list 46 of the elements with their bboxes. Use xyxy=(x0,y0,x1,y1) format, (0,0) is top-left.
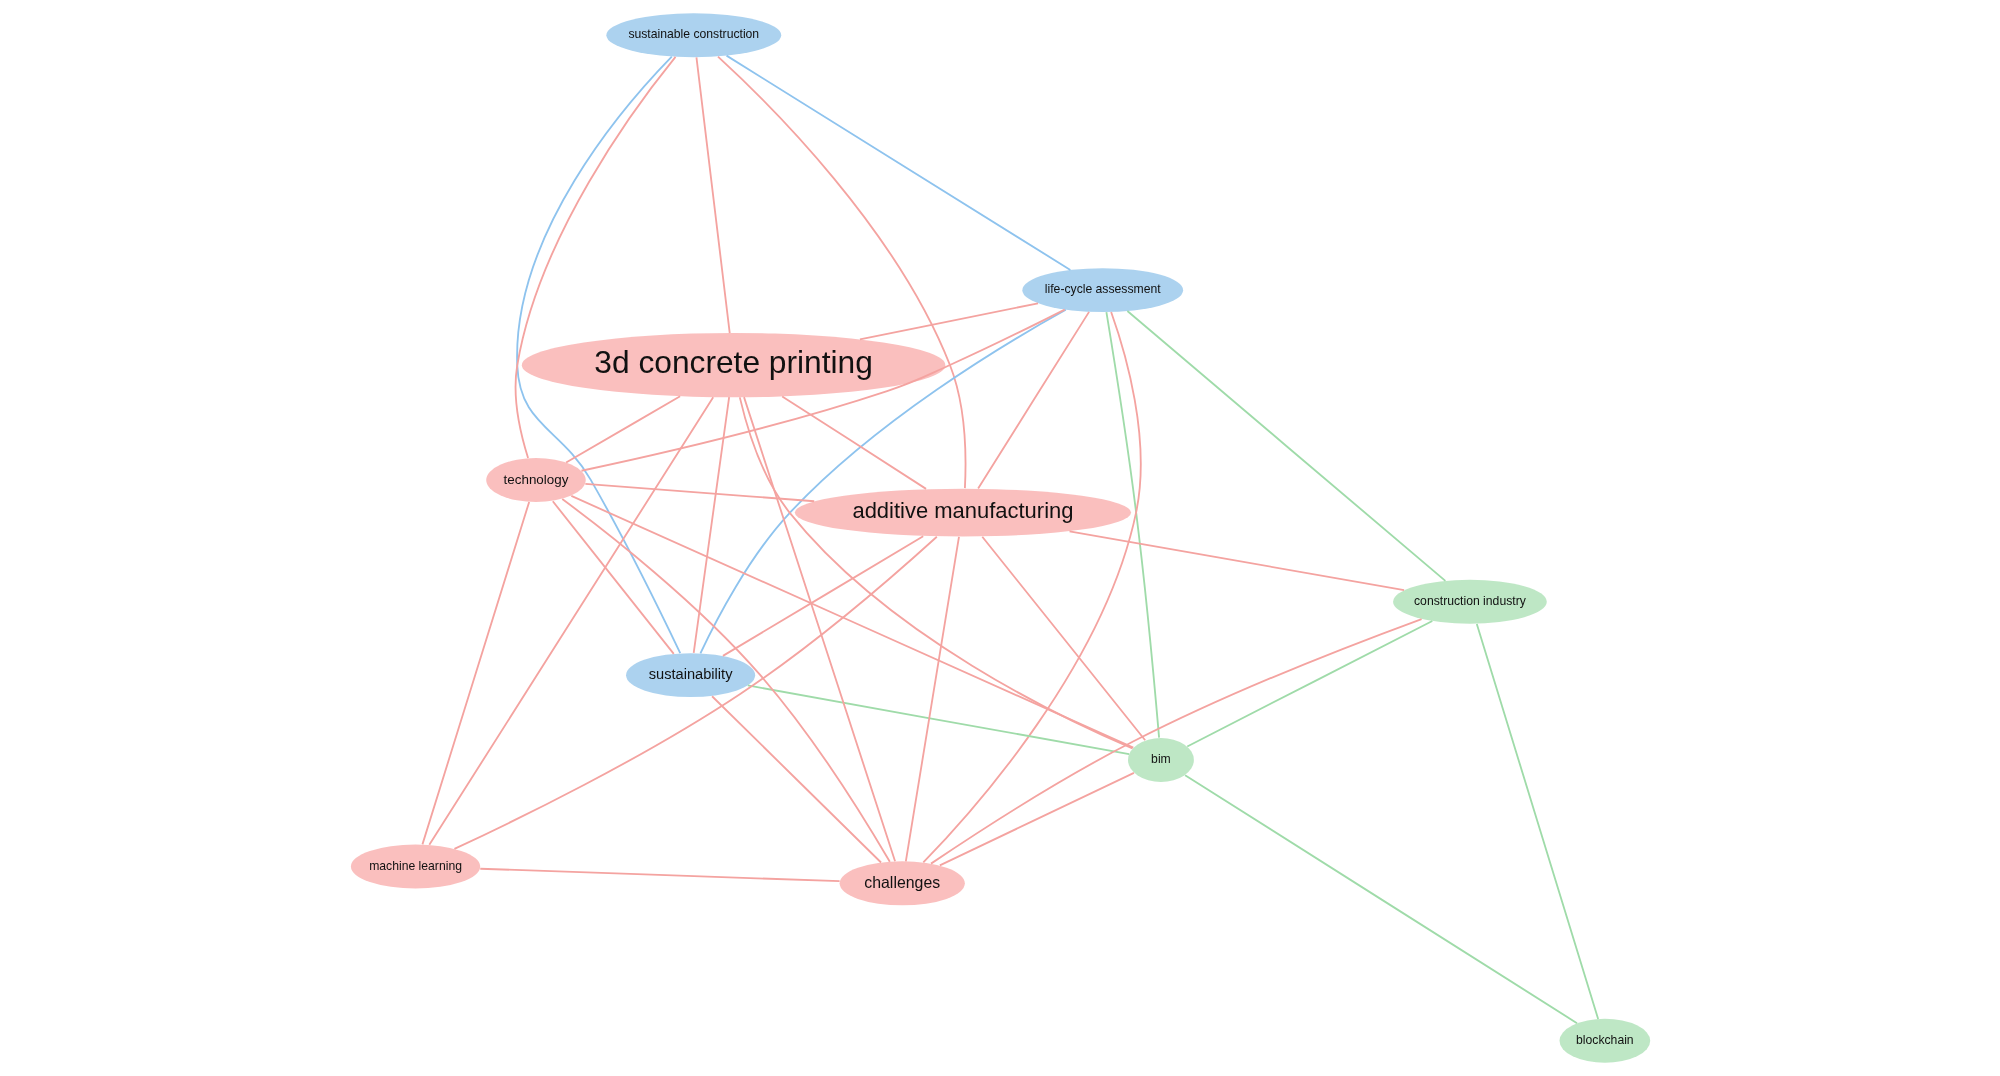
connector xyxy=(453,535,938,850)
connector xyxy=(858,302,1039,341)
connector xyxy=(921,311,1142,864)
connector xyxy=(564,395,681,464)
node-ellipse: challenges xyxy=(839,861,965,906)
connector xyxy=(427,396,714,846)
connector xyxy=(478,867,840,883)
connector xyxy=(710,695,882,864)
connector xyxy=(514,55,676,459)
connector xyxy=(692,396,730,654)
connector xyxy=(560,498,891,863)
connector xyxy=(1185,620,1433,748)
connector xyxy=(742,396,896,863)
node-ellipse: machine learning xyxy=(350,844,480,889)
connector xyxy=(721,535,924,657)
node-ellipse: construction industry xyxy=(1392,579,1547,624)
connector xyxy=(551,500,675,655)
connector xyxy=(976,310,1090,490)
node-ellipse: additive manufacturing xyxy=(794,488,1131,537)
connector xyxy=(695,56,731,335)
node-ellipse: blockchain xyxy=(1559,1018,1650,1063)
connector xyxy=(1183,774,1578,1025)
connector xyxy=(515,55,681,654)
connector xyxy=(580,308,1066,472)
connector xyxy=(699,308,1067,655)
node-ellipse: life-cycle assessment xyxy=(1021,268,1183,313)
node-ellipse: bim xyxy=(1127,737,1194,782)
connector xyxy=(1475,623,1599,1020)
node-ellipse: 3d concrete printing xyxy=(521,333,945,398)
connector xyxy=(746,684,1130,756)
connector xyxy=(1068,530,1405,592)
connector xyxy=(938,771,1135,867)
connector xyxy=(780,395,927,490)
connector xyxy=(980,535,1146,742)
connector xyxy=(725,54,1071,271)
connector xyxy=(1125,310,1446,582)
connector xyxy=(421,501,530,846)
node-ellipse: sustainable construction xyxy=(605,13,781,58)
connector xyxy=(569,495,1134,749)
connector xyxy=(716,55,966,490)
connector xyxy=(1105,311,1160,739)
connector xyxy=(929,618,1422,865)
node-ellipse: sustainability xyxy=(625,653,755,698)
connector xyxy=(904,536,960,863)
node-ellipse: technology xyxy=(485,458,586,503)
connector xyxy=(583,482,815,503)
